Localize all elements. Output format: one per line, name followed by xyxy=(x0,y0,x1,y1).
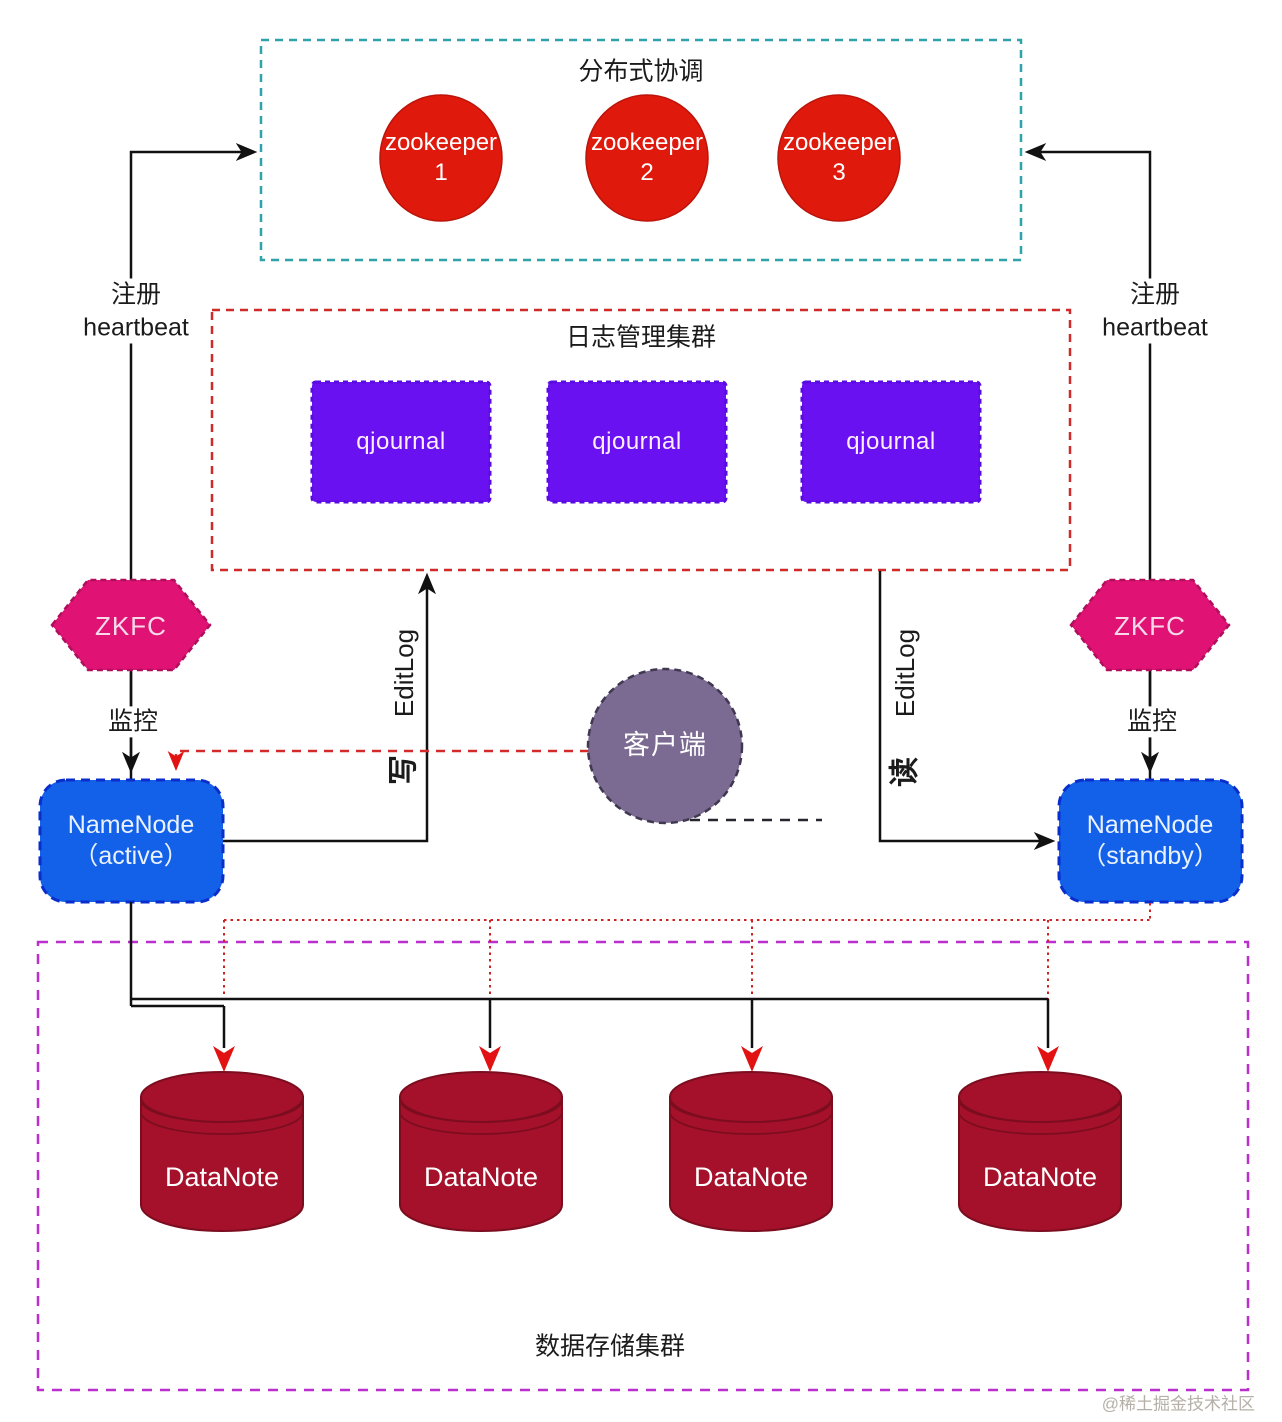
editlog-read-verb: 读 xyxy=(888,757,922,787)
monitor-right-label: 监控 xyxy=(1120,706,1184,738)
editlog-write-verb: 写 xyxy=(387,755,421,785)
namenode-active-line2: （active） xyxy=(73,842,189,870)
monitor-left-label: 监控 xyxy=(101,706,165,738)
datanode-2-node xyxy=(399,1071,563,1232)
datanode-cylinders xyxy=(140,1071,1122,1232)
datanode-1-label: DataNote xyxy=(164,1162,280,1193)
storage-zone-title: 数据存储集群 xyxy=(534,1332,686,1361)
zkfc-left-label: ZKFC xyxy=(95,610,167,641)
zookeeper-1-name: zookeeper xyxy=(384,129,498,156)
client-write-arrow xyxy=(167,749,589,771)
coordination-zone-border xyxy=(259,38,1023,262)
qjournal-3-label: qjournal xyxy=(846,428,936,455)
zookeeper-1-id: 1 xyxy=(434,159,448,186)
register-right-line2: heartbeat xyxy=(1102,313,1208,341)
register-left-line2: heartbeat xyxy=(83,313,189,341)
zkfc-left-node xyxy=(50,578,212,672)
zookeeper-3-name: zookeeper xyxy=(782,129,896,156)
zookeeper-3-id: 3 xyxy=(832,159,846,186)
namenode-active-line1: NameNode xyxy=(67,810,195,839)
datanode-3-node xyxy=(669,1071,833,1232)
datanode-4-node xyxy=(958,1071,1122,1232)
qjournal-1-node xyxy=(310,380,492,504)
zookeeper-2-id: 2 xyxy=(640,159,654,186)
client-label: 客户端 xyxy=(623,730,707,761)
namenode-standby-line2: （standby） xyxy=(1081,842,1219,870)
coordination-zone-title: 分布式协调 xyxy=(578,57,704,86)
zookeeper-3-node xyxy=(777,94,901,222)
register-right-line1: 注册 xyxy=(1129,280,1181,309)
journal-zone-title: 日志管理集群 xyxy=(565,323,717,352)
editlog-write-arrow xyxy=(223,572,436,843)
register-left-arrow xyxy=(129,143,258,779)
datanode-arrowheads xyxy=(213,1046,1059,1072)
editlog-read-arrow xyxy=(878,571,1056,850)
register-left-line1: 注册 xyxy=(110,280,162,309)
datanode-3-label: DataNote xyxy=(693,1162,809,1193)
register-right-arrow xyxy=(1024,143,1152,779)
namenode-active-label: NameNode （active） xyxy=(68,810,194,873)
register-left-label: 注册 heartbeat xyxy=(77,278,195,344)
qjournal-2-label: qjournal xyxy=(592,428,682,455)
zookeeper-2-label: zookeeper 2 xyxy=(591,128,703,188)
journal-zone-border xyxy=(210,308,1072,572)
namenode-standby-node xyxy=(1057,778,1244,904)
qjournal-2-node xyxy=(546,380,728,504)
zkfc-right-label: ZKFC xyxy=(1114,610,1186,641)
zkfc-right-node xyxy=(1069,578,1231,672)
datanode-2-label: DataNote xyxy=(423,1162,539,1193)
editlog-read-label: EditLog xyxy=(889,628,920,718)
zookeeper-1-node xyxy=(379,94,503,222)
datanode-1-node xyxy=(140,1071,304,1232)
active-datanode-bus xyxy=(129,902,1050,1048)
register-right-label: 注册 heartbeat xyxy=(1096,278,1214,344)
qjournal-3-node xyxy=(800,380,982,504)
datanode-4-label: DataNote xyxy=(982,1162,1098,1193)
namenode-standby-line1: NameNode xyxy=(1086,810,1214,839)
watermark: @稀土掘金技术社区 xyxy=(1101,1394,1255,1414)
zookeeper-1-label: zookeeper 1 xyxy=(385,128,497,188)
zookeeper-2-name: zookeeper xyxy=(590,129,704,156)
editlog-write-label: EditLog xyxy=(388,628,419,718)
qjournal-1-label: qjournal xyxy=(356,428,446,455)
client-node xyxy=(586,667,744,825)
namenode-standby-label: NameNode （standby） xyxy=(1081,810,1219,873)
zookeeper-3-label: zookeeper 3 xyxy=(783,128,895,188)
standby-datanode-dotted-net xyxy=(223,903,1151,1000)
zookeeper-2-node xyxy=(585,94,709,222)
